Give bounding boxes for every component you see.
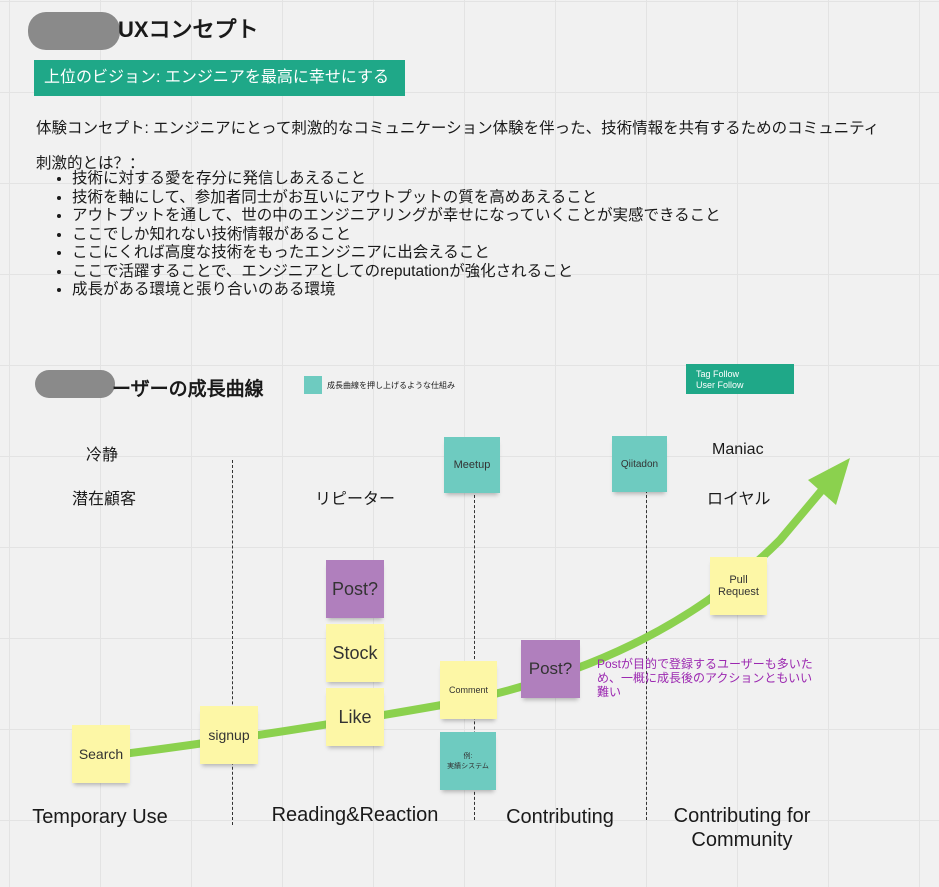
stage-temporary-use: Temporary Use <box>32 806 168 828</box>
legend-swatch <box>304 376 322 394</box>
experience-concept: 体験コンセプト: エンジニアにとって刺激的なコミュニケーション体験を伴った、技術… <box>36 120 880 137</box>
follow-box[interactable]: Tag Follow User Follow <box>686 364 794 394</box>
list-item: アウトプットを通して、世の中のエンジニアリングが幸せになっていくことが実感できる… <box>72 207 721 226</box>
list-item: 成長がある環境と張り合いのある環境 <box>72 281 721 300</box>
sticky-pull-request[interactable]: Pull Request <box>710 557 767 615</box>
sticky-comment[interactable]: Comment <box>440 661 497 719</box>
sticky-post[interactable]: Post? <box>326 560 384 618</box>
list-item: 技術に対する愛を存分に発信しあえること <box>72 170 721 189</box>
list-item: ここでしか知れない技術情報があること <box>72 226 721 245</box>
list-item: ここにくれば高度な技術をもったエンジニアに出会えること <box>72 244 721 263</box>
user-follow: User Follow <box>696 380 744 390</box>
stage-divider <box>474 490 475 820</box>
label-potential: 潜在顧客 <box>72 491 137 508</box>
post-note: Postが目的で登録するユーザーも多いため、一概に成長後のアクションともいい難い <box>597 657 813 699</box>
stimulating-list: 技術に対する愛を存分に発信しあえること 技術を軸にして、参加者同士がお互いにアウ… <box>34 170 721 300</box>
stage-divider <box>232 460 233 825</box>
sticky-qiitadon[interactable]: Qiitadon <box>612 436 667 492</box>
page-title: UXコンセプト <box>118 17 259 42</box>
stage-contributing-community: Contributing for Community <box>673 805 811 851</box>
redaction-blob <box>35 370 115 398</box>
vision-banner[interactable]: 上位のビジョン: エンジニアを最高に幸せにする <box>34 60 405 96</box>
list-item: ここで活躍することで、エンジニアとしてのreputationが強化されること <box>72 263 721 282</box>
growth-curve-line <box>74 487 826 764</box>
stage-divider <box>646 490 647 820</box>
sticky-example-achievement[interactable]: 例: 実績システム <box>440 732 496 790</box>
legend-label: 成長曲線を押し上げるような仕組み <box>327 381 455 390</box>
label-calm: 冷静 <box>86 447 119 464</box>
tag-follow: Tag Follow <box>696 369 740 379</box>
sticky-signup[interactable]: signup <box>200 706 258 764</box>
label-loyal: ロイヤル <box>707 491 771 508</box>
label-maniac: Maniac <box>712 441 764 458</box>
sticky-stock[interactable]: Stock <box>326 624 384 682</box>
growth-title: ーザーの成長曲線 <box>112 379 264 400</box>
sticky-meetup[interactable]: Meetup <box>444 437 500 493</box>
sticky-search[interactable]: Search <box>72 725 130 783</box>
redaction-blob <box>28 12 120 50</box>
stimulating-heading: 刺激的とは？： <box>36 155 145 172</box>
stage-contributing: Contributing <box>506 806 614 828</box>
label-repeater: リピーター <box>315 491 396 508</box>
sticky-post-2[interactable]: Post? <box>521 640 580 698</box>
sticky-like[interactable]: Like <box>326 688 384 746</box>
stage-reading-reaction: Reading&Reaction <box>271 804 439 826</box>
arrow-head-icon <box>808 458 850 505</box>
list-item: 技術を軸にして、参加者同士がお互いにアウトプットの質を高めあえること <box>72 189 721 208</box>
